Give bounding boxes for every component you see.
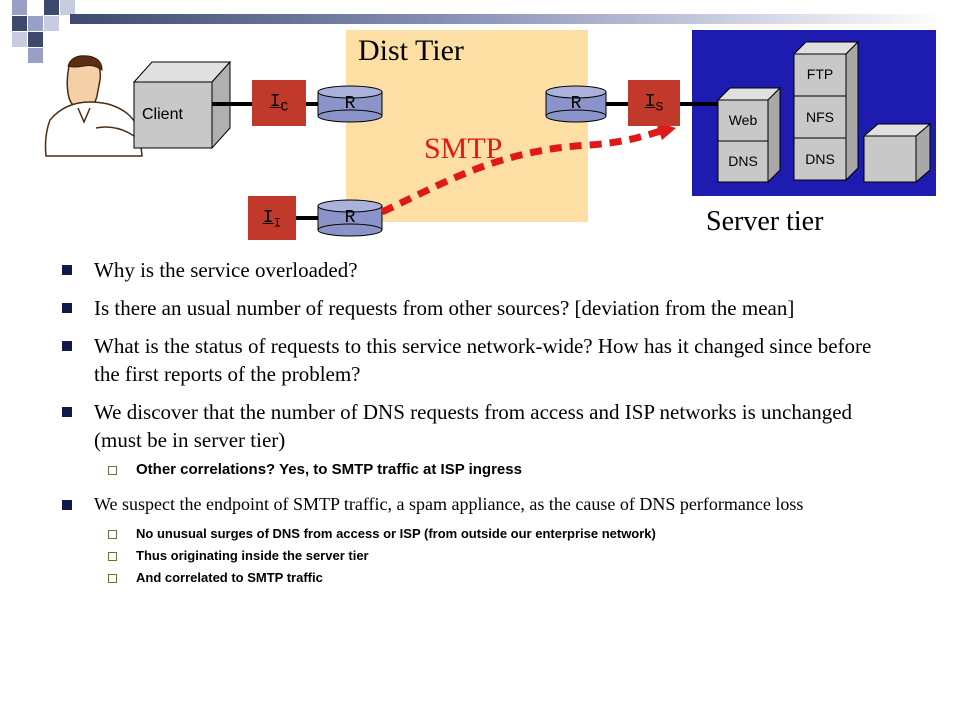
deco-square bbox=[12, 32, 27, 47]
router-label-isp: R bbox=[344, 208, 356, 228]
deco-square bbox=[60, 0, 75, 15]
sub-bullet-text: No unusual surges of DNS from access or … bbox=[136, 526, 656, 541]
server-ftp-label: FTP bbox=[806, 66, 834, 82]
sub-bullet-item: Thus originating inside the server tier bbox=[60, 546, 880, 566]
client-label: Client bbox=[142, 106, 183, 123]
sub-bullet-item: No unusual surges of DNS from access or … bbox=[60, 524, 880, 544]
dist-tier-panel bbox=[346, 30, 588, 222]
server-stack-left bbox=[716, 86, 782, 184]
bullet-marker bbox=[62, 341, 72, 351]
sub-bullet-marker bbox=[108, 574, 117, 583]
router-cylinder-isp bbox=[317, 199, 383, 237]
sub-bullet-marker bbox=[108, 530, 117, 539]
iface-client-main: I bbox=[269, 92, 281, 112]
bullet-text: We discover that the number of DNS reque… bbox=[94, 400, 853, 452]
bullet-list: Why is the service overloaded? Is there … bbox=[60, 256, 880, 590]
sub-bullet-marker bbox=[108, 552, 117, 561]
bullet-item: Is there an usual number of requests fro… bbox=[60, 294, 880, 322]
bullet-item: We suspect the endpoint of SMTP traffic,… bbox=[60, 492, 880, 516]
bullet-item: We discover that the number of DNS reque… bbox=[60, 398, 880, 454]
router-label-client: R bbox=[344, 94, 356, 114]
bullet-marker bbox=[62, 303, 72, 313]
iface-server: IS bbox=[628, 80, 680, 126]
server-spam-appliance bbox=[862, 122, 932, 184]
router-label-server: R bbox=[570, 94, 582, 114]
sub-bullet-text: Thus originating inside the server tier bbox=[136, 548, 369, 563]
smtp-traffic-arrow bbox=[380, 126, 665, 216]
deco-square bbox=[44, 0, 59, 15]
bullet-item: What is the status of requests to this s… bbox=[60, 332, 880, 388]
server-nfs-label: NFS bbox=[806, 109, 834, 125]
sub-bullet-text: Other correlations? Yes, to SMTP traffic… bbox=[136, 461, 522, 478]
server-stack-right bbox=[792, 40, 860, 182]
iface-client-sub: C bbox=[280, 99, 289, 115]
deco-square bbox=[44, 16, 59, 31]
sub-bullet-text: And correlated to SMTP traffic bbox=[136, 570, 323, 585]
network-diagram bbox=[44, 40, 932, 237]
server-web-label: Web bbox=[728, 112, 758, 128]
deco-square bbox=[12, 0, 27, 15]
iface-server-main: I bbox=[644, 92, 656, 112]
server-dns-right-label: DNS bbox=[805, 151, 835, 167]
bullet-marker bbox=[62, 265, 72, 275]
sub-bullet-marker bbox=[108, 466, 117, 475]
person-illustration bbox=[44, 55, 143, 157]
server-tier-label: Server tier bbox=[706, 206, 824, 237]
header-bar bbox=[70, 14, 948, 24]
deco-square bbox=[28, 48, 43, 63]
dist-tier-title: Dist Tier bbox=[358, 34, 464, 67]
bullet-marker bbox=[62, 407, 72, 417]
bullet-marker bbox=[62, 500, 72, 510]
bullet-text: What is the status of requests to this s… bbox=[94, 334, 872, 386]
bullet-text: Why is the service overloaded? bbox=[94, 258, 358, 282]
iface-server-sub: S bbox=[655, 99, 664, 115]
iface-client: IC bbox=[252, 80, 306, 126]
bullet-text: Is there an usual number of requests fro… bbox=[94, 296, 795, 320]
server-dns-left-label: DNS bbox=[728, 153, 758, 169]
router-cylinder-client bbox=[317, 85, 383, 123]
client-box bbox=[132, 60, 232, 150]
bullet-text: We suspect the endpoint of SMTP traffic,… bbox=[94, 494, 804, 514]
router-cylinder-server bbox=[545, 85, 607, 123]
sub-bullet-item: And correlated to SMTP traffic bbox=[60, 568, 880, 588]
smtp-label: SMTP bbox=[424, 132, 503, 165]
iface-isp-sub: I bbox=[273, 215, 282, 231]
bullet-item: Why is the service overloaded? bbox=[60, 256, 880, 284]
deco-square bbox=[28, 32, 43, 47]
sub-bullet-item: Other correlations? Yes, to SMTP traffic… bbox=[60, 460, 880, 480]
iface-isp-main: I bbox=[262, 208, 274, 228]
iface-isp: II bbox=[248, 196, 296, 240]
deco-square bbox=[12, 16, 27, 31]
deco-square bbox=[28, 16, 43, 31]
